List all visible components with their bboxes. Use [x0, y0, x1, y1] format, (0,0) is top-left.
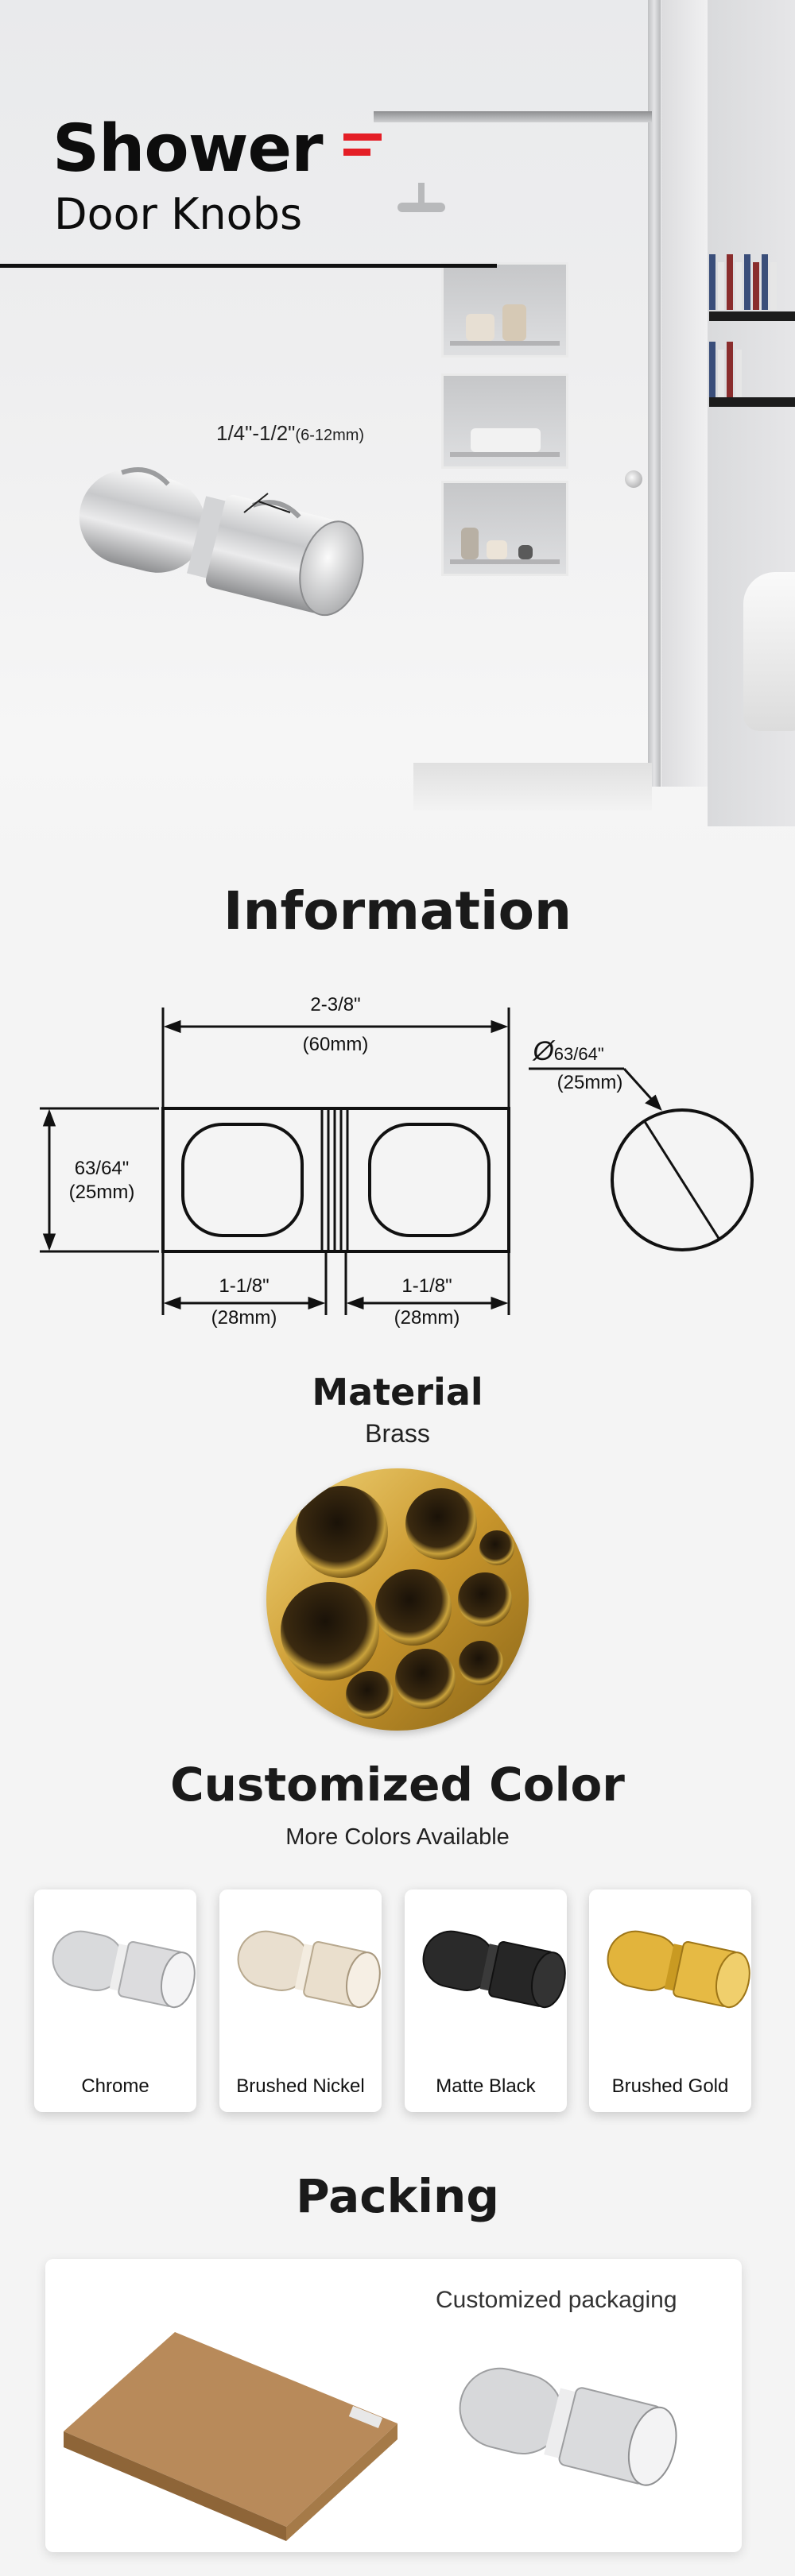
color-label: Chrome [81, 2075, 149, 2097]
toilet [743, 572, 795, 731]
diameter-label: Ø63/64" [532, 1036, 603, 1066]
color-title: Customized Color [170, 1758, 625, 1812]
bookshelf [709, 397, 795, 407]
bookshelf-books [709, 342, 795, 397]
cardboard-box-image [64, 2332, 398, 2541]
information-title: Information [223, 880, 572, 942]
color-subtitle: More Colors Available [285, 1824, 510, 1850]
wall-niche [441, 481, 568, 576]
dimension-diagram: 2-3/8" (60mm) 63/64" (25mm) 1-1/8" (28mm… [40, 994, 754, 1329]
color-card-brushed-gold[interactable]: Brushed Gold [589, 1889, 751, 2112]
packing-knob-image [459, 2367, 677, 2486]
shower-head-icon [398, 203, 445, 212]
bookshelf [709, 311, 795, 321]
bookshelf-books [709, 254, 795, 310]
color-card-matte-black[interactable]: Matte Black [405, 1889, 567, 2112]
diameter-mm: (25mm) [557, 1072, 623, 1093]
glass-top-rail [374, 111, 652, 122]
overall-width-label: 2-3/8" [310, 994, 360, 1015]
height-mm: (25mm) [69, 1182, 135, 1203]
title-underline [0, 264, 497, 268]
glass-door-frame [648, 0, 661, 787]
hero-knob-image [79, 467, 364, 617]
brushed-nickel-knob-image [237, 1930, 381, 2009]
wall-niche [441, 262, 568, 358]
color-label: Brushed Gold [611, 2075, 729, 2097]
left-length-mm: (28mm) [211, 1307, 277, 1329]
page-subtitle: Door Knobs [54, 189, 303, 239]
right-length-label: 1-1/8" [401, 1275, 452, 1297]
color-card-brushed-nickel[interactable]: Brushed Nickel [219, 1889, 382, 2112]
height-label: 63/64" [75, 1158, 130, 1179]
brass-tubes-icon [266, 1468, 529, 1731]
material-value: Brass [365, 1419, 430, 1448]
matte-black-knob-image [422, 1930, 566, 2009]
hero-banner: Shower Door Knobs 1/4"-1/2"(6-12mm) [0, 0, 795, 874]
color-label: Matte Black [436, 2075, 536, 2097]
left-length-label: 1-1/8" [219, 1275, 269, 1297]
color-card-chrome[interactable]: Chrome [34, 1889, 196, 2112]
wall-niche [441, 373, 568, 469]
packing-caption: Customized packaging [436, 2287, 677, 2313]
color-label: Brushed Nickel [236, 2075, 365, 2097]
right-length-mm: (28mm) [394, 1307, 460, 1329]
door-knob-icon [625, 470, 642, 488]
shower-arm [418, 183, 425, 205]
material-title: Material [312, 1371, 483, 1414]
shower-floor [413, 763, 652, 810]
page-title: Shower [52, 111, 324, 187]
brass-tubes-image [266, 1468, 529, 1731]
overall-width-mm: (60mm) [303, 1034, 369, 1055]
glass-thickness-label: 1/4"-1/2"(6-12mm) [216, 421, 365, 445]
wall-column [661, 0, 709, 787]
accent-mark-icon [343, 133, 382, 164]
packing-title: Packing [296, 2169, 499, 2223]
chrome-knob-image [52, 1930, 196, 2009]
brushed-gold-knob-image [607, 1930, 750, 2009]
